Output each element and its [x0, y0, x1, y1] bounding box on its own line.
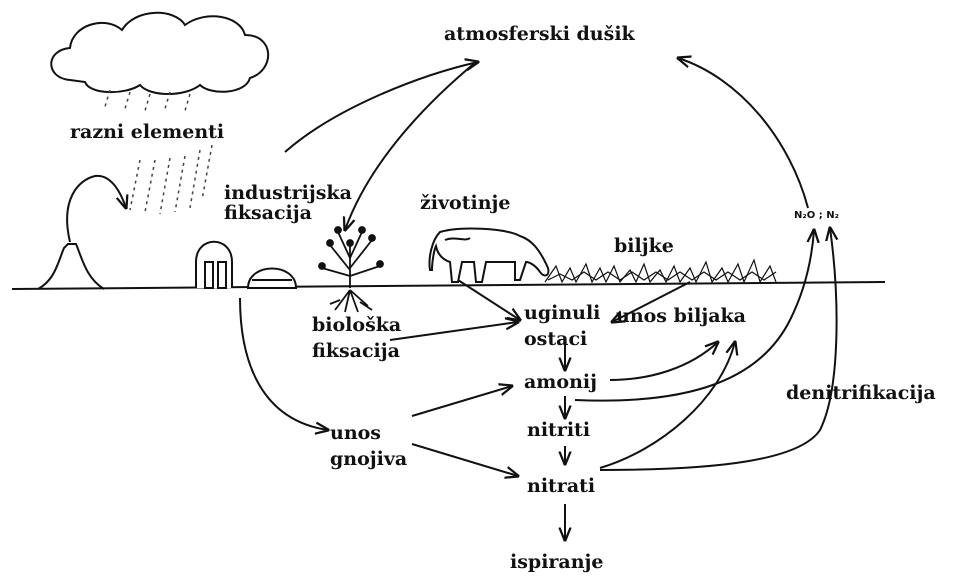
cloud-icon: [50, 11, 270, 95]
label-various-elements: razni elementi: [70, 121, 225, 143]
arrow-atmosphere-to-industry: [345, 61, 477, 230]
label-plants: biljke: [614, 235, 674, 257]
arrow-industry-to-fertilizer: [239, 297, 328, 430]
cow-icon: [428, 227, 550, 283]
arrow-ground-to-atmosphere: [284, 62, 478, 153]
factory-icon: [195, 240, 298, 289]
arrow-fertilizer-to-ammonium: [411, 386, 512, 417]
rain-icon: [103, 89, 213, 215]
label-fertilizer-input: unos gnojiva: [330, 422, 408, 470]
label-animals: životinje: [420, 192, 511, 214]
shrub-icon: [318, 226, 384, 313]
arrow-fertilizer-to-nitrates: [411, 443, 518, 476]
volcano-plume-arrow: [66, 174, 126, 243]
grass-icon: [544, 258, 777, 284]
arrow-cow-to-remains: [457, 279, 520, 320]
label-leaching: ispiranje: [510, 551, 604, 573]
label-n2o-n2: N₂O ; N₂: [794, 210, 839, 221]
label-industrial-fixation: industrijska fiksacija: [224, 182, 352, 224]
arrow-biofix-to-remains: [389, 322, 518, 341]
label-nitrates: nitrati: [527, 475, 596, 497]
arrow-grass-to-remains: [612, 281, 691, 322]
label-plant-uptake: unos biljaka: [616, 305, 746, 327]
arrow-n2o-to-atmosphere: [678, 58, 809, 209]
ground-line: [11, 281, 886, 290]
label-ammonium: amonij: [524, 371, 597, 393]
label-atmospheric-nitrogen: atmosferski dušik: [444, 23, 635, 45]
label-biological-fixation: biološka fiksacija: [312, 314, 402, 362]
label-dead-remains: uginuli ostaci: [524, 302, 601, 350]
arrow-nitrates-to-uptake: [599, 342, 735, 469]
arrow-ammonium-to-uptake: [609, 342, 718, 381]
label-nitrites: nitriti: [527, 419, 591, 441]
arrow-ammonium-to-n2o: [574, 230, 814, 402]
label-denitrification: denitrifikacija: [786, 382, 936, 404]
arrow-nitrates-to-n2o: [599, 228, 837, 471]
volcano-icon: [37, 243, 105, 290]
